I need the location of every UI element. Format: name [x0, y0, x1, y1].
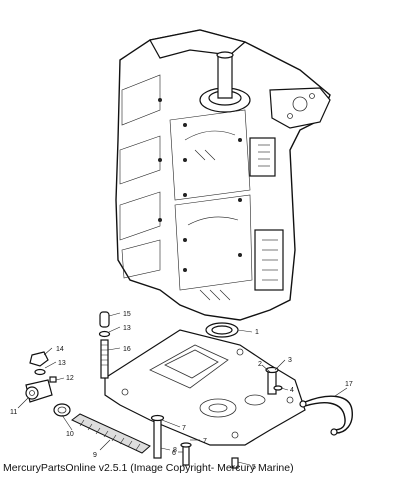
transfer-covers	[249, 137, 284, 291]
washer-4	[273, 385, 283, 391]
cylinder-block	[115, 29, 331, 321]
callout-11: 11	[10, 409, 17, 416]
callout-4: 4	[290, 387, 294, 394]
callout-16: 16	[123, 346, 131, 353]
callout-13a: 13	[58, 360, 66, 367]
callout-9: 9	[93, 452, 97, 459]
bracket-assembly	[25, 351, 57, 403]
bolt-5	[231, 457, 239, 469]
screw-9	[71, 413, 151, 454]
callout-3: 3	[288, 357, 292, 364]
bolt-6	[180, 442, 192, 466]
callout-10: 10	[66, 431, 74, 438]
callout-8: 8	[173, 447, 177, 454]
callout-labels: 1 2 3 4 5 6 7 8 9 10 11 12 13 14 15 13 1…	[10, 311, 353, 471]
callout-2: 2	[258, 361, 262, 368]
callout-7a: 7	[203, 438, 207, 445]
callout-15: 15	[123, 311, 131, 318]
callout-1: 1	[255, 329, 259, 336]
callout-17: 17	[345, 381, 353, 388]
callout-5: 5	[252, 464, 256, 471]
callout-13b: 13	[123, 325, 131, 332]
callout-6: 6	[172, 450, 176, 457]
callout-12: 12	[66, 375, 74, 382]
leader-lines	[17, 312, 348, 466]
stud-8	[150, 414, 165, 459]
callout-14: 14	[56, 346, 64, 353]
wire-17	[299, 395, 353, 436]
seal-ring	[205, 322, 239, 338]
left-fasteners	[98, 311, 111, 379]
copyright-caption: MercuryPartsOnline v2.5.1 (Image Copyrig…	[3, 462, 294, 474]
plug-10	[53, 403, 71, 417]
callout-7b: 7	[182, 425, 186, 432]
